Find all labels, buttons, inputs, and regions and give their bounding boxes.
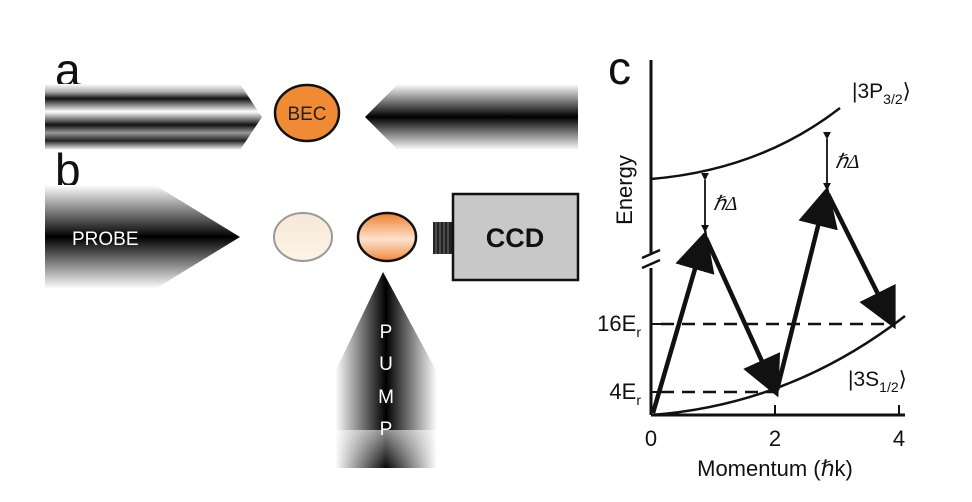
pump-letter-u: U [379,354,393,375]
lower-state-curve [650,315,906,417]
transition-arrow-4 [825,192,896,330]
detuning-label-2: ℏΔ [835,151,859,173]
transition-arrow-2 [703,237,781,398]
upper-state-curve [650,107,841,181]
pump-letter-m: M [378,387,394,408]
bec-label: BEC [287,104,326,125]
panel-c: c 0 2 4 16Er 4Er Momentum (ℏk) Energy |3… [597,42,911,481]
pump-letter-p2: P [380,419,393,440]
ccd-label: CCD [486,223,545,253]
atom-cloud-initial [273,212,333,262]
detuning-label-1: ℏΔ [713,193,737,215]
y-tick-label-16er: 16Er [597,311,641,340]
lower-state-label: |3S1/2⟩ [848,368,907,395]
panel-a: a BEC [45,44,578,150]
axis-break-marks [641,248,661,270]
panel-b: b PROBE P U M P CCD [45,144,580,470]
y-tick-label-4er: 4Er [609,379,641,408]
beam-right [365,84,578,150]
pump-beam-fade [335,430,437,470]
bragg-transitions [650,186,896,414]
x-tick-label-4: 4 [893,426,905,451]
transition-arrow-1 [650,230,715,414]
y-axis-title: Energy [612,155,637,225]
pump-beam [335,272,437,468]
panel-c-label: c [608,42,631,94]
x-axis-title: Momentum (ℏk) [697,456,853,481]
ccd-lens-ridges [435,222,449,254]
probe-beam [45,185,240,289]
bec-cloud [273,83,341,143]
beam-left-striped [45,84,262,150]
probe-label: PROBE [72,229,139,250]
x-tick-label-2: 2 [769,426,781,451]
upper-state-label: |3P3/2⟩ [852,80,911,107]
x-tick-label-0: 0 [645,426,657,451]
pump-letter-p1: P [380,322,393,343]
ccd-camera [451,192,580,282]
transition-arrow-3 [774,186,838,391]
atom-cloud-scattered [356,211,418,263]
